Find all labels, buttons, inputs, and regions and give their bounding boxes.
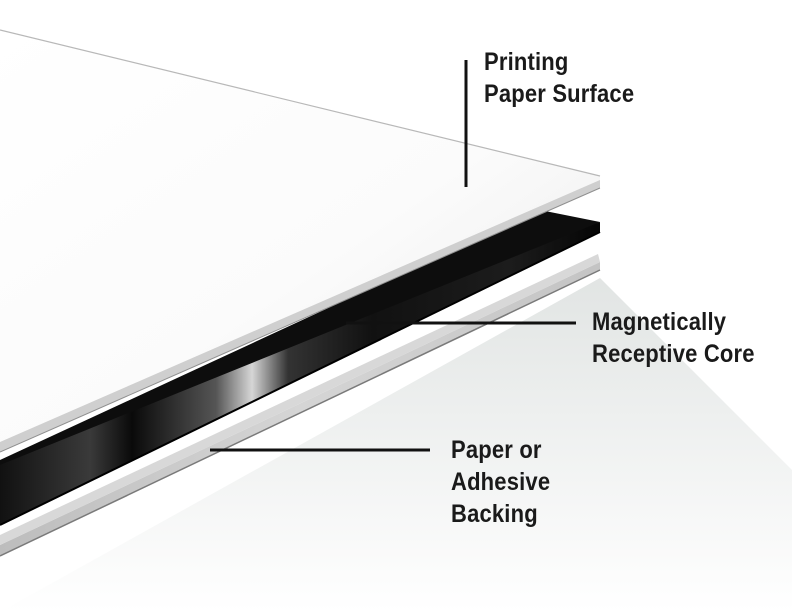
label-line: Printing [484, 48, 569, 76]
paper-surface [0, 30, 600, 442]
label-line: Backing [451, 500, 538, 528]
label-magnetically-receptive-core: Magnetically Receptive Core [592, 306, 755, 370]
paper-surface-edge [0, 180, 600, 452]
backing-layer [0, 262, 600, 556]
core-edge [0, 231, 601, 526]
label-paper-or-adhesive-backing: Paper or Adhesive Backing [451, 434, 550, 530]
label-printing-paper-surface: Printing Paper Surface [484, 46, 634, 110]
label-line: Receptive Core [592, 340, 755, 368]
core-layer [0, 222, 600, 525]
label-line: Magnetically [592, 308, 727, 336]
paper-back-edge [0, 29, 601, 177]
paper-side-edge [0, 187, 601, 453]
backing-layer-face [0, 254, 600, 545]
backing-edge [0, 269, 601, 557]
label-line: Paper or [451, 436, 542, 464]
label-line: Adhesive [451, 468, 551, 496]
label-line: Paper Surface [484, 80, 635, 108]
stack-shadow [0, 278, 792, 612]
